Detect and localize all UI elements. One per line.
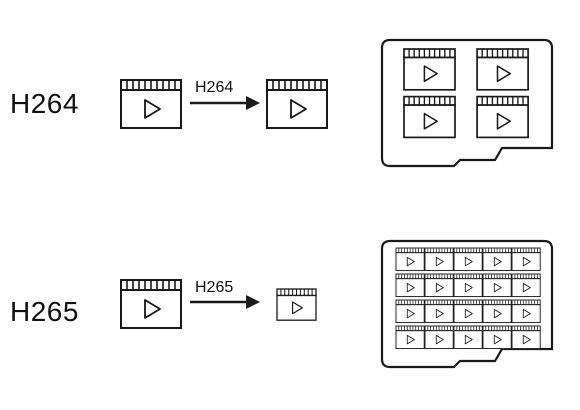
memory-card-icon-h265 — [380, 239, 554, 369]
encoded-clip-icon-h265 — [276, 288, 317, 321]
arrow-label-h265: H265 — [195, 279, 234, 296]
memory-card-icon-h264 — [380, 38, 554, 168]
arrow-right-icon-h265 — [190, 295, 260, 309]
arrow-right-icon-h264 — [190, 96, 260, 110]
row-label-h264: H264 — [10, 88, 79, 119]
source-clip-icon-h265 — [120, 279, 182, 329]
row-label-h265: H265 — [10, 296, 79, 327]
row-h265 — [120, 239, 554, 369]
encoded-clip-icon-h264 — [266, 79, 328, 129]
source-clip-icon-h264 — [120, 79, 182, 129]
row-h264 — [120, 38, 554, 168]
arrow-label-h264: H264 — [195, 79, 234, 96]
